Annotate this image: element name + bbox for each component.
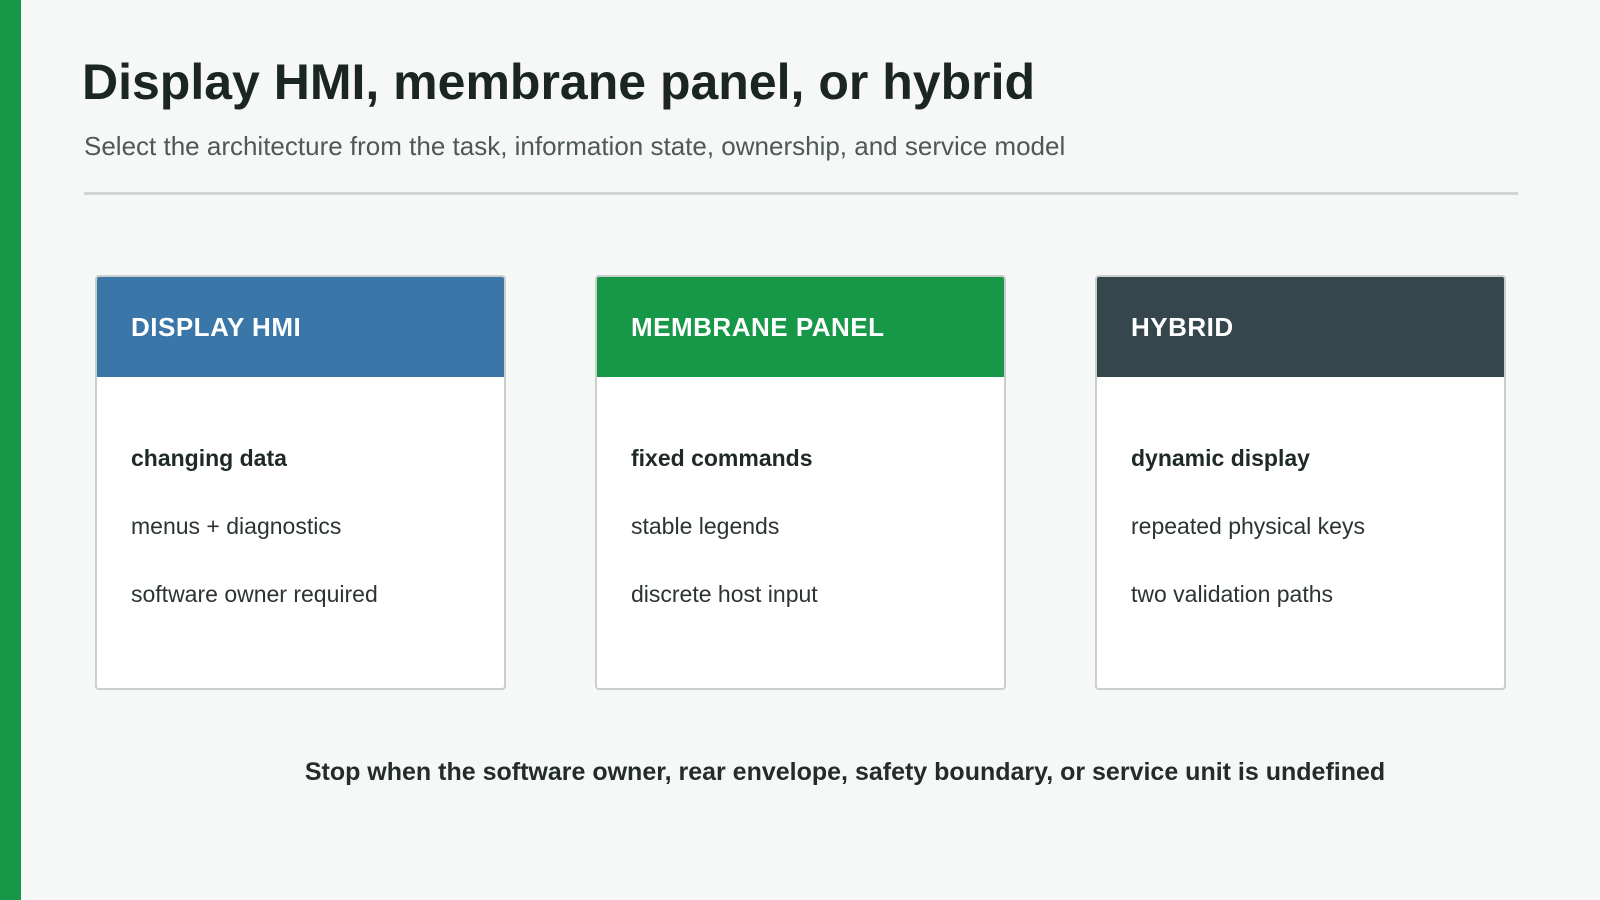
- card-display-hmi: DISPLAY HMI changing data menus + diagno…: [95, 275, 506, 690]
- card-title: DISPLAY HMI: [131, 311, 302, 342]
- card-item-primary: changing data: [131, 445, 287, 471]
- card-hybrid: HYBRID dynamic display repeated physical…: [1095, 275, 1506, 690]
- card-item: software owner required: [131, 581, 378, 607]
- page-title: Display HMI, membrane panel, or hybrid: [82, 54, 1036, 110]
- card-item: two validation paths: [1131, 581, 1334, 607]
- card-title: MEMBRANE PANEL: [631, 311, 885, 342]
- card-item: discrete host input: [631, 581, 818, 607]
- card-item: menus + diagnostics: [131, 513, 342, 539]
- accent-bar: [0, 0, 21, 900]
- card-item-primary: fixed commands: [631, 445, 813, 471]
- card-item: repeated physical keys: [1131, 513, 1365, 539]
- card-header-membrane-panel: MEMBRANE PANEL: [597, 277, 1004, 377]
- footer-note: Stop when the software owner, rear envel…: [304, 758, 1386, 786]
- page-subtitle: Select the architecture from the task, i…: [84, 131, 1066, 161]
- card-header-display-hmi: DISPLAY HMI: [97, 277, 504, 377]
- card-membrane-panel: MEMBRANE PANEL fixed commands stable leg…: [595, 275, 1006, 690]
- card-item: stable legends: [631, 513, 780, 539]
- card-header-hybrid: HYBRID: [1097, 277, 1504, 377]
- card-item-primary: dynamic display: [1131, 445, 1310, 471]
- card-title: HYBRID: [1131, 311, 1234, 342]
- divider: [84, 192, 1518, 195]
